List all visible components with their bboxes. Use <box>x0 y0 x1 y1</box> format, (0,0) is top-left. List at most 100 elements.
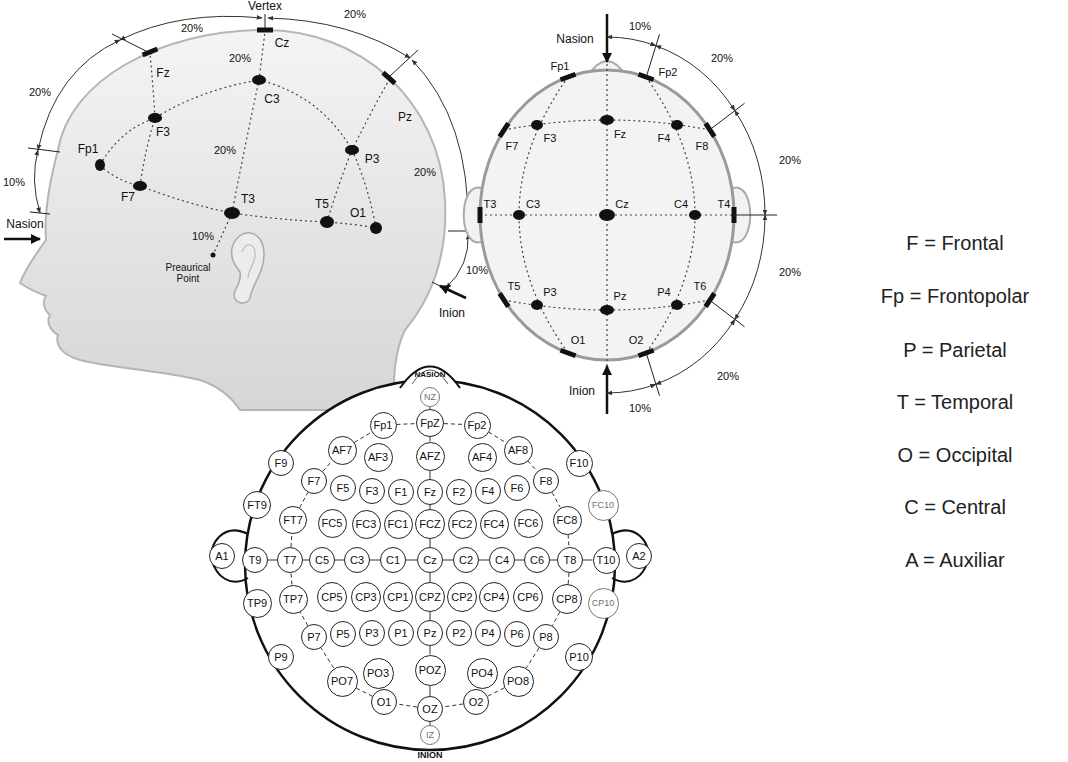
electrode-circle: F10 <box>566 450 593 477</box>
grid-line <box>406 560 417 561</box>
dimension-percent: 20% <box>29 86 51 98</box>
electrode <box>148 113 162 123</box>
electrode-circle: FT7 <box>279 506 307 534</box>
electrode-name: Pz <box>424 628 437 639</box>
dimension-percent: 20% <box>779 266 801 278</box>
electrode-circle: F4 <box>475 478 501 504</box>
dimension-percent: 10% <box>629 402 651 414</box>
electrode <box>513 210 525 220</box>
electrode-name: F3 <box>366 486 379 497</box>
nose-inner <box>412 370 448 384</box>
electrode-circle: C6 <box>524 547 550 573</box>
dimension-percent: 20% <box>229 52 251 64</box>
inion-arrow <box>606 366 609 414</box>
electrode-circle: F3 <box>359 478 385 504</box>
electrode-name: Fz <box>424 487 436 498</box>
side-view-label: T3 <box>241 193 255 206</box>
electrode-circle: P7 <box>301 624 327 650</box>
electrode <box>531 300 543 310</box>
electrode-name: CP2 <box>451 592 472 603</box>
grid-line <box>335 560 344 561</box>
electrode-name: PO7 <box>331 676 353 687</box>
grid-line <box>430 539 431 547</box>
electrode-name: C2 <box>459 555 473 566</box>
electrode-name: P6 <box>510 629 523 640</box>
electrode-name: F2 <box>453 487 466 498</box>
electrode-circle: Fp1 <box>370 412 397 439</box>
electrode <box>252 75 266 85</box>
side-view-label: P3 <box>365 153 380 166</box>
dashed-ring-line <box>300 612 308 626</box>
inion-arrow <box>440 286 466 298</box>
electrode-name: F7 <box>308 476 321 487</box>
electrode-circle: T7 <box>277 547 303 573</box>
dimension-arc <box>412 60 468 228</box>
dimension-tick <box>28 148 60 152</box>
electrode-name: NZ <box>424 393 436 402</box>
side-view-label: F3 <box>156 126 170 139</box>
electrode <box>531 120 543 130</box>
nasion-arrow <box>4 238 40 241</box>
electrode-circle: C5 <box>309 547 335 573</box>
electrode-name: PO3 <box>367 668 389 679</box>
electrode-circle: CPZ <box>415 582 445 612</box>
top-view-label: T3 <box>484 198 497 210</box>
grid-line <box>583 560 593 561</box>
electrode-name: P3 <box>365 628 378 639</box>
landmark-label: NASION <box>414 371 445 380</box>
grid-line <box>443 560 453 561</box>
electrode-circle: OZ <box>417 696 443 722</box>
grid-line <box>430 686 431 697</box>
electrode-circle: FC10 <box>588 490 619 521</box>
abbreviation-key: Fp = Frontopolar <box>881 285 1029 307</box>
top-view-label: O1 <box>571 334 586 346</box>
electrode-name: T10 <box>597 555 616 566</box>
dimension-percent: 10% <box>466 264 488 276</box>
dimension-percent: 20% <box>711 52 733 64</box>
electrode-name: F9 <box>275 458 288 469</box>
electrode-name: AF3 <box>368 452 388 463</box>
electrode-circle: CP5 <box>317 582 347 612</box>
dimension-percent: 20% <box>344 8 366 20</box>
electrode-circle: C1 <box>380 547 406 573</box>
top-view-label: P3 <box>543 286 556 298</box>
dashed-ring-line <box>354 432 371 442</box>
electrode-circle: A2 <box>626 543 652 569</box>
electrode-name: CP5 <box>321 592 342 603</box>
dashed-ring-line <box>396 423 416 425</box>
top-view-label: F3 <box>544 132 557 144</box>
abbreviation-key: O = Occipital <box>897 444 1012 466</box>
side-view-label: Preaurical Point <box>160 262 216 284</box>
top-view-label: C4 <box>674 198 688 210</box>
dotted-line <box>519 77 568 353</box>
electrode-circle: IZ <box>420 725 440 745</box>
electrode-circle: F6 <box>504 475 530 501</box>
grid-line <box>430 646 431 655</box>
electrode-circle: C3 <box>344 547 370 573</box>
dimension-arc <box>446 234 468 288</box>
dimension-percent: 20% <box>214 144 236 156</box>
grid-line <box>430 437 431 442</box>
dimension-percent: 20% <box>181 22 203 34</box>
ear-inner <box>242 245 255 278</box>
electrode-name: FC8 <box>557 515 578 526</box>
top-view-label: Inion <box>569 385 595 398</box>
side-view-label: O1 <box>350 207 366 220</box>
electrode <box>142 47 159 58</box>
abbreviation-key: A = Auxiliar <box>905 549 1005 571</box>
electrode-name: CP1 <box>387 592 408 603</box>
electrode-name: CP3 <box>355 592 376 603</box>
electrode-name: F5 <box>337 483 350 494</box>
electrode <box>560 72 577 82</box>
electrode-name: C3 <box>350 555 364 566</box>
electrode-name: T7 <box>284 555 297 566</box>
electrode-name: CP8 <box>556 594 577 605</box>
dashed-ring-line <box>528 461 538 472</box>
electrode-circle: C4 <box>489 547 515 573</box>
electrode-circle: POZ <box>415 655 446 686</box>
dashed-ring-line <box>488 688 505 696</box>
dimension-tick <box>646 34 659 77</box>
electrode <box>478 72 737 358</box>
